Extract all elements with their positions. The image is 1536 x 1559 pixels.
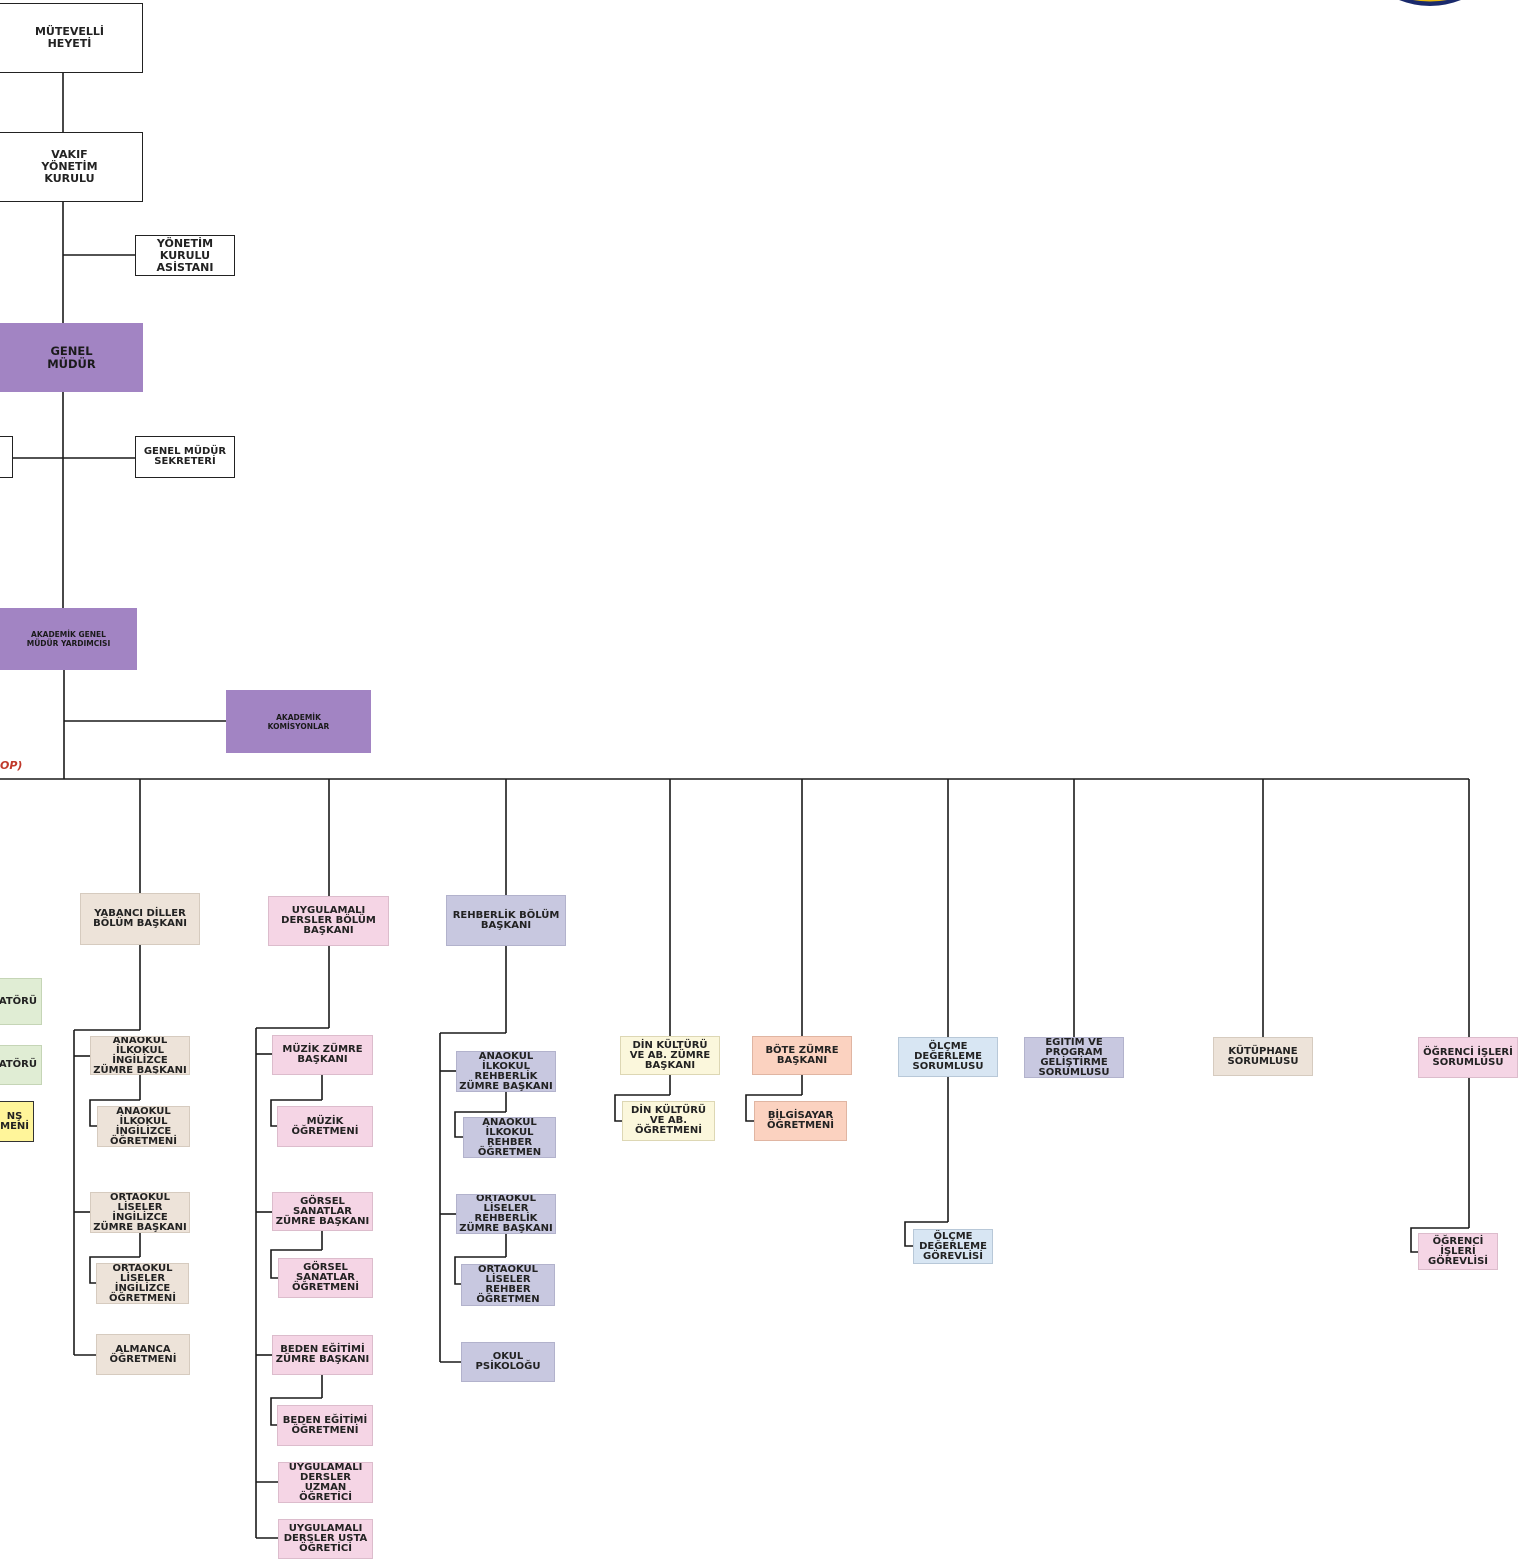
node-partial-left-box	[0, 436, 13, 478]
logo-emblem	[1399, 0, 1461, 6]
node-beden-egitimi-zumre-baskani: BEDEN EĞİTİMİ ZÜMRE BAŞKANI	[272, 1335, 373, 1375]
node-uygulamali-dersler-uzman-ogretici: UYGULAMALI DERSLER UZMAN ÖĞRETİCİ	[278, 1462, 373, 1503]
node-mutevelli-heyeti: MÜTEVELLİ HEYETİ	[0, 3, 143, 73]
node-ortaokul-liseler-ingilizce-ogretmeni: ORTAOKUL LİSELER İNGİLİZCE ÖĞRETMENİ	[96, 1263, 189, 1304]
node-partial-koordinatoru-2: ATÖRÜ	[0, 1045, 42, 1085]
node-almanca-ogretmeni: ALMANCA ÖĞRETMENİ	[96, 1334, 190, 1375]
node-partial-yellow: NŞ MENİ	[0, 1101, 34, 1142]
node-ogrenci-isleri-gorevlisi: ÖĞRENCİ İŞLERİ GÖREVLİSİ	[1418, 1233, 1498, 1270]
node-anaokul-ilkokul-rehber-ogretmen: ANAOKUL İLKOKUL REHBER ÖĞRETMEN	[463, 1117, 556, 1158]
node-din-kulturu-zumre-baskani: DİN KÜLTÜRÜ VE AB. ZÜMRE BAŞKANI	[620, 1036, 720, 1075]
partial-red-note: OP)	[0, 759, 23, 772]
node-beden-egitimi-ogretmeni: BEDEN EĞİTİMİ ÖĞRETMENİ	[277, 1405, 373, 1446]
node-egitim-program-gelistirme-sorumlusu: EĞİTİM VE PROGRAM GELİŞTİRME SORUMLUSU	[1024, 1037, 1124, 1078]
node-muzik-ogretmeni: MÜZİK ÖĞRETMENİ	[277, 1106, 373, 1147]
node-partial-koordinatoru-1: ATÖRÜ	[0, 978, 42, 1025]
node-akademik-genel-mudur-yardimcisi: AKADEMİK GENEL MÜDÜR YARDIMCISI	[0, 608, 137, 670]
node-uygulamali-dersler-usta-ogretici: UYGULAMALI DERSLER USTA ÖĞRETİCİ	[278, 1519, 373, 1559]
node-ortaokul-liseler-rehber-ogretmen: ORTAOKUL LİSELER REHBER ÖĞRETMEN	[461, 1264, 555, 1306]
node-uygulamali-dersler-bolum-baskani: UYGULAMALI DERSLER BÖLÜM BAŞKANI	[268, 896, 389, 946]
node-anaokul-ilkokul-ingilizce-ogretmeni: ANAOKUL İLKOKUL İNGİLİZCE ÖĞRETMENİ	[97, 1106, 190, 1147]
node-rehberlik-bolum-baskani: REHBERLİK BÖLÜM BAŞKANI	[446, 895, 566, 946]
node-gorsel-sanatlar-ogretmeni: GÖRSEL SANATLAR ÖĞRETMENİ	[278, 1258, 373, 1298]
node-genel-mudur-sekreteri: GENEL MÜDÜR SEKRETERİ	[135, 436, 235, 478]
node-ortaokul-liseler-ingilizce-zumre: ORTAOKUL LİSELER İNGİLİZCE ZÜMRE BAŞKANI	[90, 1192, 190, 1233]
node-anaokul-ilkokul-ingilizce-zumre: ANAOKUL İLKOKUL İNGİLİZCE ZÜMRE BAŞKANI	[90, 1036, 190, 1075]
node-olcme-degerleme-sorumlusu: ÖLÇME DEĞERLEME SORUMLUSU	[898, 1037, 998, 1077]
node-yabanci-diller-bolum-baskani: YABANCI DİLLER BÖLÜM BAŞKANI	[80, 893, 200, 945]
node-okul-psikologu: OKUL PSİKOLOĞU	[461, 1342, 555, 1382]
node-ortaokul-liseler-rehberlik-zumre: ORTAOKUL LİSELER REHBERLİK ZÜMRE BAŞKANI	[456, 1194, 556, 1234]
node-vakif-yonetim-kurulu: VAKIF YÖNETİM KURULU	[0, 132, 143, 202]
node-yonetim-kurulu-asistani: YÖNETİM KURULU ASİSTANI	[135, 235, 235, 276]
node-anaokul-ilkokul-rehberlik-zumre: ANAOKUL İLKOKUL REHBERLİK ZÜMRE BAŞKANI	[456, 1051, 556, 1092]
node-kutuphane-sorumlusu: KÜTÜPHANE SORUMLUSU	[1213, 1037, 1313, 1076]
node-muzik-zumre-baskani: MÜZİK ZÜMRE BAŞKANI	[272, 1035, 373, 1075]
node-genel-mudur: GENEL MÜDÜR	[0, 323, 143, 392]
node-bilgisayar-ogretmeni: BİLGİSAYAR ÖĞRETMENİ	[754, 1101, 847, 1141]
node-bote-zumre-baskani: BÖTE ZÜMRE BAŞKANI	[752, 1036, 852, 1075]
node-din-kulturu-ogretmeni: DİN KÜLTÜRÜ VE AB. ÖĞRETMENİ	[622, 1101, 715, 1141]
node-gorsel-sanatlar-zumre-baskani: GÖRSEL SANATLAR ZÜMRE BAŞKANI	[272, 1192, 373, 1231]
node-akademik-komisyonlar: AKADEMİK KOMİSYONLAR	[226, 690, 371, 753]
node-olcme-degerleme-gorevlisi: ÖLÇME DEĞERLEME GÖREVLİSİ	[913, 1229, 993, 1264]
node-ogrenci-isleri-sorumlusu: ÖĞRENCİ İŞLERİ SORUMLUSU	[1418, 1037, 1518, 1078]
